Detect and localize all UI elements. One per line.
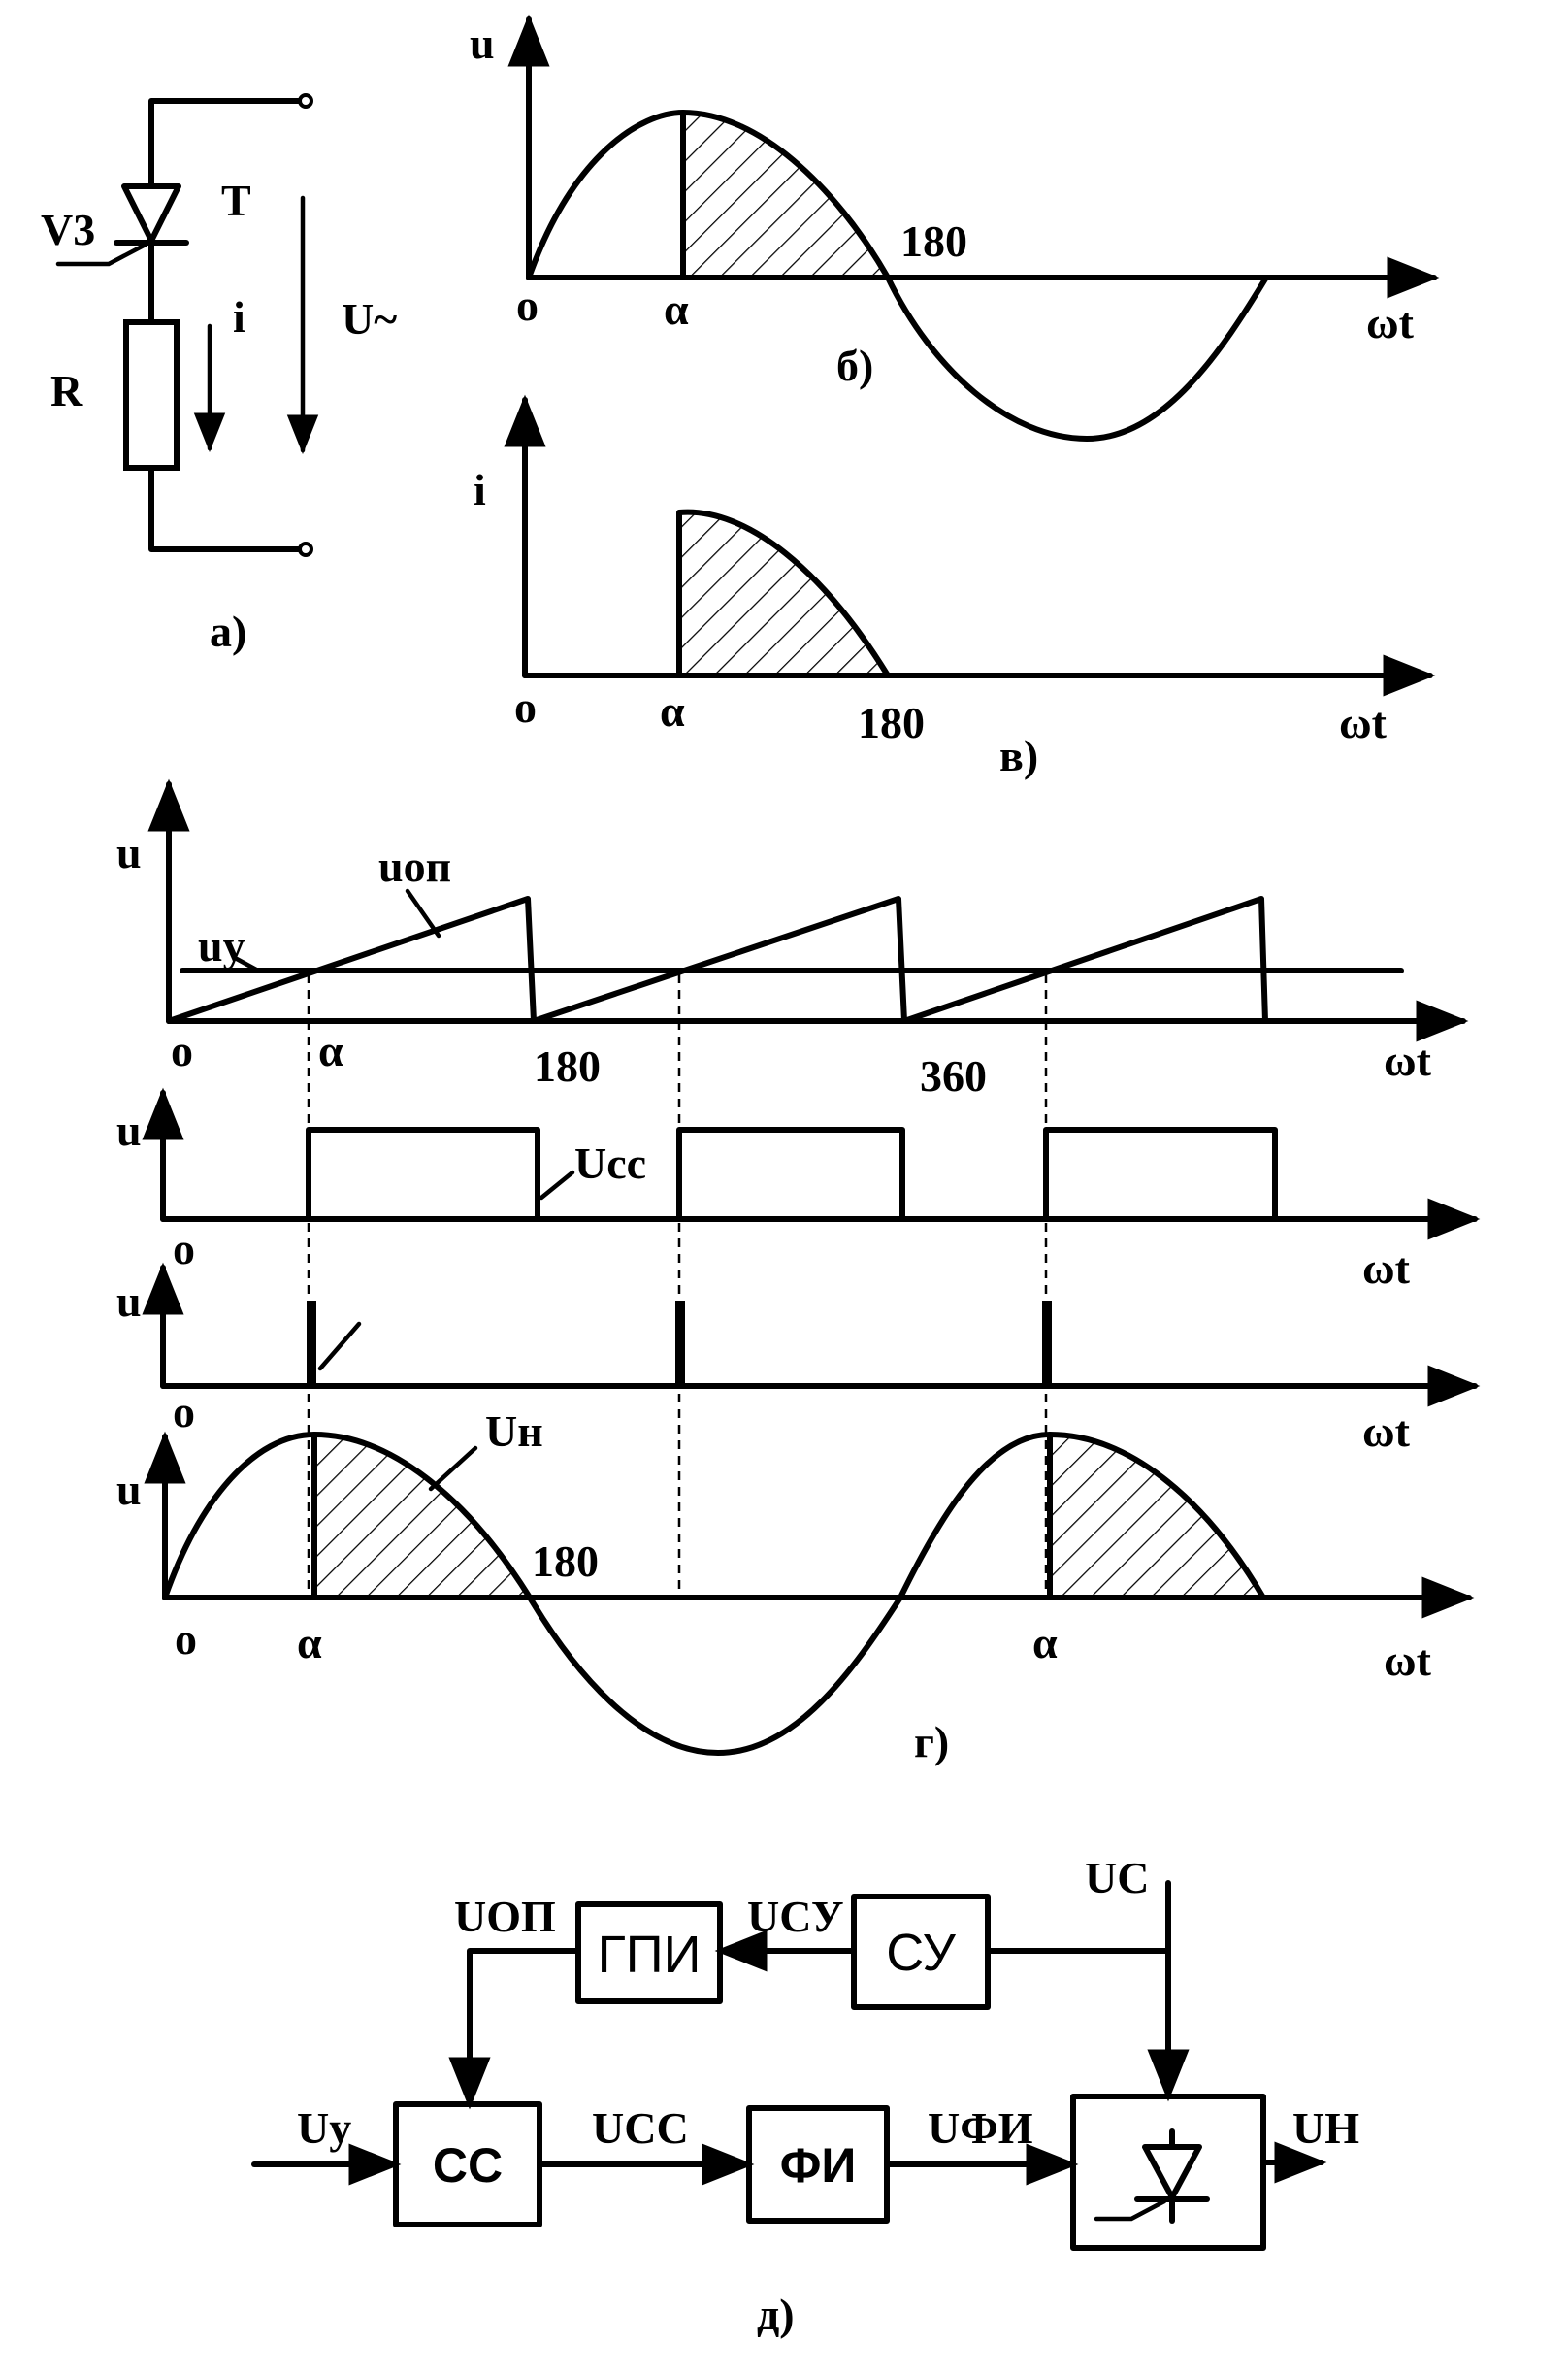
tick-180-r1: 180 [534,1041,601,1091]
thyristor-block-symbol [1094,2128,1210,2224]
caption-a: а) [210,607,246,656]
alpha-b: α [664,284,689,334]
tick-180-r4: 180 [532,1536,599,1586]
ramp-label-r1: uоп [378,841,451,891]
ctrl-label-r1: uу [198,921,245,971]
label-t: T [221,176,251,225]
label-u-c: UС [1085,1853,1149,1902]
x-label-b: ωt [1366,298,1415,347]
label-u-op: UОП [454,1892,556,1941]
uop-leader [405,888,441,939]
circuit-schematic: V3 T i R U~ а) [41,93,397,656]
caption-v: в) [999,731,1038,780]
panel-v-current: i о α 180 ωt в) [474,394,1436,780]
caption-d: д) [757,2290,795,2339]
un-leader [428,1445,478,1492]
panel-b-voltage: u о α 180 ωt б) [470,14,1440,442]
arrow-gpi-to-ss [448,1948,581,2110]
y-label-v: i [474,465,486,514]
panel-g-timing: u uу uоп о α 180 360 ωt u Uсс о ωt [116,778,1481,1766]
x-label-v: ωt [1339,698,1388,747]
block-diagram: ГПИ СУ СС ФИ UОП UСУ UС Uу UСС UФИ UН д) [251,1853,1359,2339]
y-label-b: u [470,18,495,68]
current-area-v [679,511,888,676]
tick-360-r1: 360 [920,1051,987,1101]
alpha-r1: α [318,1026,343,1075]
fi-text: ФИ [780,2138,857,2193]
thyristor-symbol [55,183,189,267]
label-r: R [50,366,83,415]
label-v3: V3 [41,205,95,254]
alpha-v: α [660,686,685,736]
y-label-r2: u [116,1105,142,1155]
load-area-2 [1050,1435,1263,1598]
label-u-ac: U~ [342,294,397,344]
firing-pulse-3 [1042,1301,1052,1386]
x-label-r3: ωt [1362,1406,1411,1456]
pulse-leader [317,1321,362,1371]
load-area-1 [314,1435,530,1598]
label-u-fi: UФИ [928,2103,1033,2153]
origin-r4: о [175,1614,197,1664]
gpi-text: ГПИ [598,1926,702,1984]
current-pulse-v [676,509,891,678]
label-u-su: UСУ [747,1892,844,1941]
rect-pulse-2 [676,1127,905,1222]
x-label-r4: ωt [1384,1635,1432,1685]
row2-rect-pulses: u Uсс о ωt [116,1087,1481,1293]
origin-r1: о [171,1026,193,1075]
tick-180-v: 180 [858,698,925,747]
sawtooth-uop [166,896,1268,1024]
signal-label-r2: Uсс [574,1138,646,1188]
label-i: i [233,292,245,342]
uy-leader [234,956,261,973]
origin-v: о [514,682,537,732]
y-label-r1: u [116,828,142,877]
ucc-leader [539,1170,575,1201]
circuit-top-wire [148,98,306,323]
label-u-y: Uу [297,2103,351,2153]
top-terminal [298,93,313,109]
circuit-bottom-wire [148,465,306,552]
label-u-n: UН [1292,2103,1359,2153]
rect-pulse-1 [306,1127,540,1222]
resistor-r [123,319,180,471]
x-label-r2: ωt [1362,1243,1411,1293]
load-voltage-curve [162,1432,1266,1756]
origin-r3: о [173,1387,195,1436]
label-u-ss: UСС [592,2103,689,2153]
firing-pulse-2 [675,1301,685,1386]
x-label-r1: ωt [1384,1036,1432,1085]
caption-b: б) [836,341,873,390]
conduction-area-b [683,113,888,278]
alpha-r4: α [297,1618,322,1667]
row1-sawtooth: u uу uоп о α 180 360 ωt [116,778,1469,1101]
y-label-r3: u [116,1276,142,1326]
tick-180-b: 180 [900,216,967,266]
firing-pulse-1 [307,1301,316,1386]
bottom-terminal [298,542,313,557]
ss-text: СС [433,2138,503,2193]
alpha2-r4: α [1032,1618,1058,1667]
rect-pulse-3 [1043,1127,1278,1222]
row4-load-voltage: u Uн 180 о α α ωt [116,1406,1475,1756]
y-label-r4: u [116,1465,142,1514]
row3-firing-pulses: u о ωt [116,1262,1481,1456]
caption-g: г) [914,1717,949,1766]
su-text: СУ [886,1924,956,1982]
origin-r2: о [173,1224,195,1273]
load-label-r4: Uн [485,1406,543,1456]
origin-b: о [516,280,539,330]
